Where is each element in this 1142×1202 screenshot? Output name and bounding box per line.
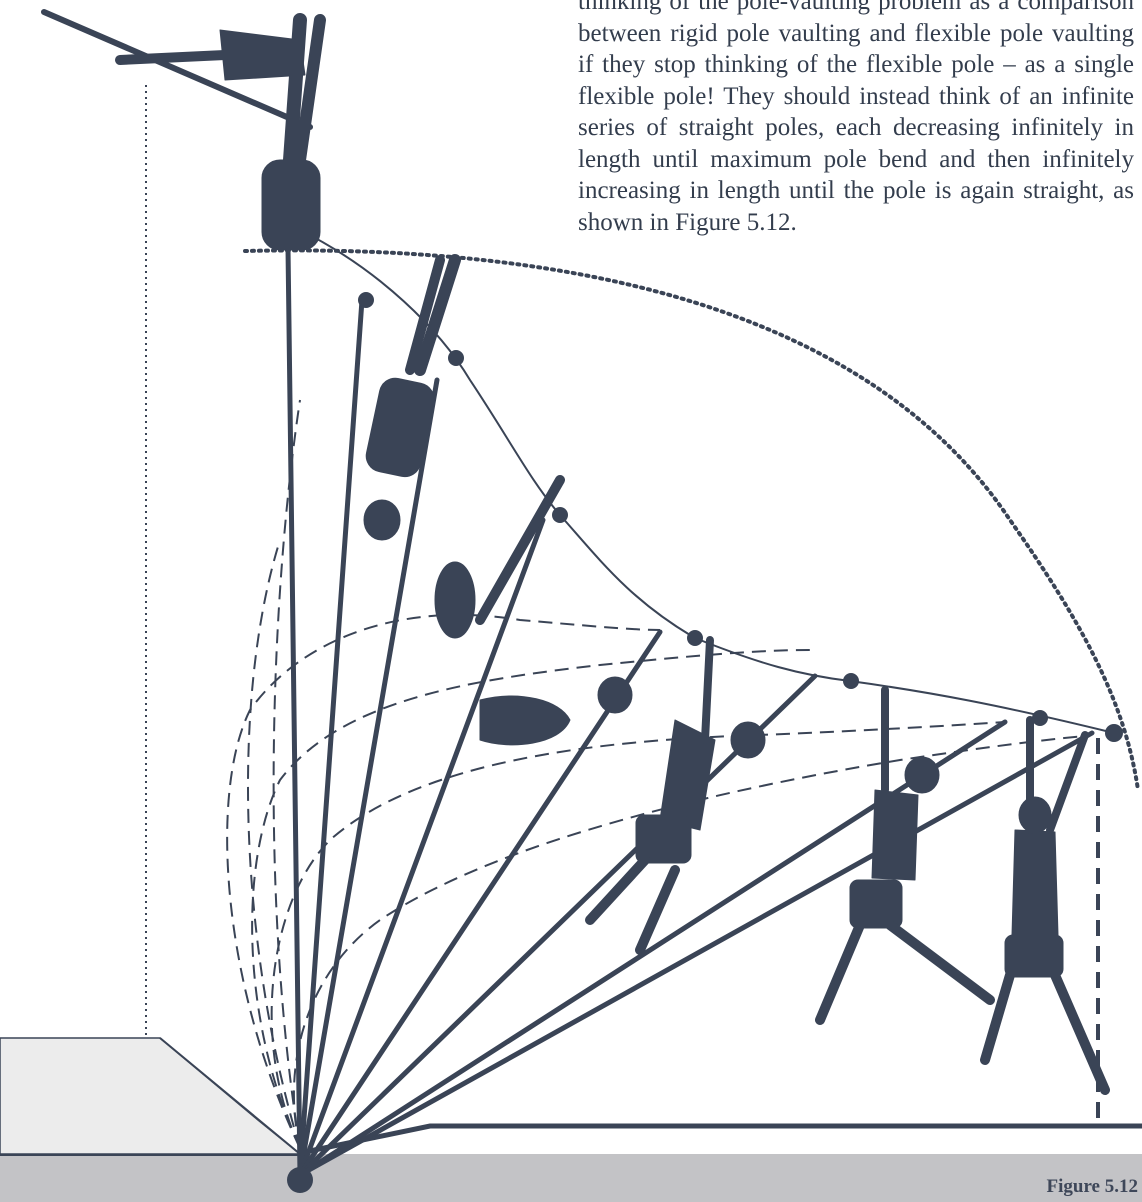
body-text: thinking of the pole-vaulting problem as… <box>578 0 1134 238</box>
landing-box <box>0 1038 300 1154</box>
figure-label: Figure 5.12 <box>1047 1176 1138 1198</box>
ground-strip <box>0 1154 1142 1202</box>
bent-pole-curves <box>227 400 1085 1148</box>
